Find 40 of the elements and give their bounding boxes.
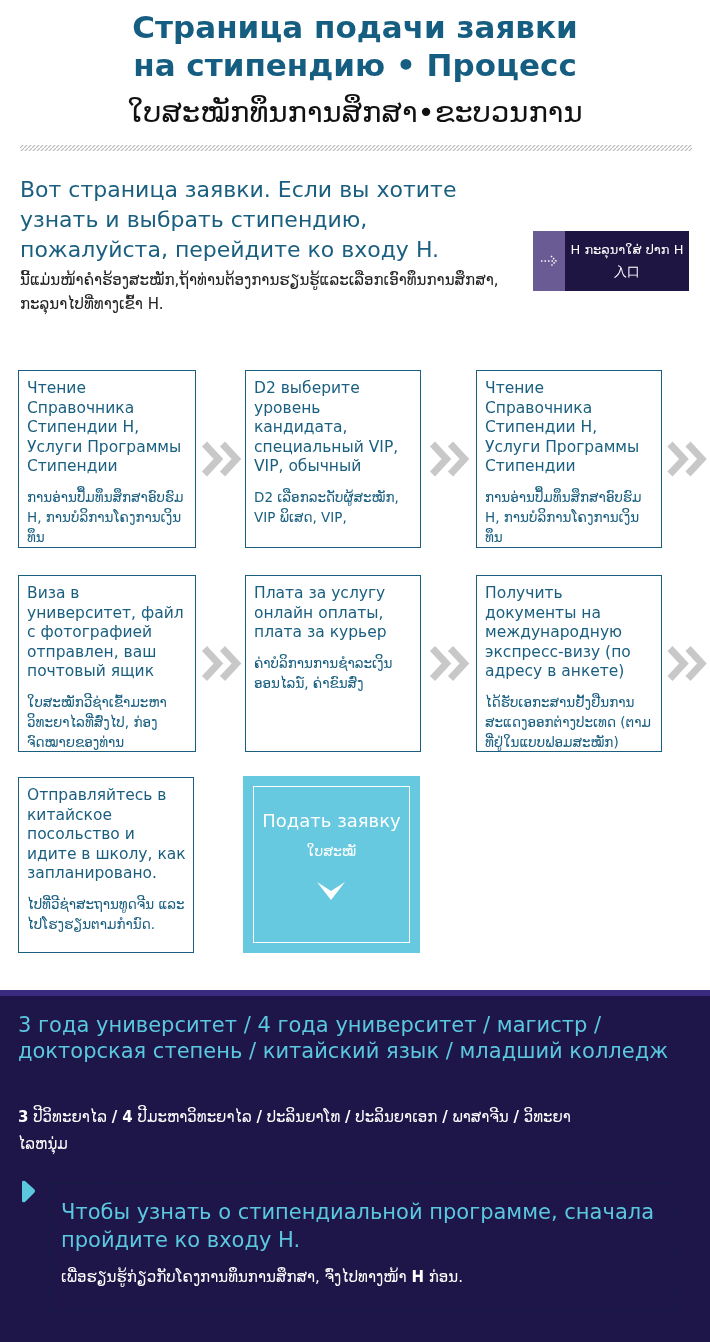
program-list-text: 3 года университет / 4 года университет / магистр / докторская степень / китайский язык / младший колледж [18, 1012, 670, 1064]
step-text: ການອ່ານປຶ້ມທຶນສຶກສາອົບຮົມ H, ການບໍລິການໂຄງການເງິນທຶນ [27, 486, 185, 547]
step-box [18, 777, 194, 953]
step-box [245, 575, 421, 752]
intro-text: Вот страница заявки. Если вы хотите узнать и выбрать стипендию, пожалуйста, перейдите ко входу H. [20, 176, 458, 264]
step-box [18, 370, 196, 548]
step-text: Получить документы на международную экспресс-визу (по адресу в анкете) [485, 584, 632, 682]
step-text: ຄ່າບໍລິການການຊໍາລະເງິນອອນໄລນ໌, ຄ່າຂົນສົ່ງ [254, 653, 394, 693]
intro-text: ນີ້ແມ່ນໜ້າຄໍາຮ້ອງສະໝັກ,ຖ້າທ່ານຕ້ອງການຮຽນຮູ້ແລະເລືອກເອົາທຶນການສຶກສາ, ກະລຸນາໄປທີ່ທາງເຂົ້າ H. [20, 269, 500, 316]
note-text: Чтобы узнать о стипендиальной программе, сначала пройдите ко входу H. [61, 1199, 656, 1254]
title: Страница подачи заявки на стипендию • Процесс [131, 8, 579, 84]
step-text: ການອ່ານປຶ້ມທຶນສຶກສາອົບຮົມ H, ການບໍລິການໂຄງການເງິນທຶນ [485, 486, 643, 547]
chevron-arrow [429, 440, 470, 478]
chevron-arrow [201, 440, 242, 478]
subtitle: ໃບສະໝັກທຶນການສຶກສາ•ຂະບວນການ [127, 93, 583, 131]
step-text: Чтение Справочника Стипендии H, Услуги Программы Стипендии [27, 379, 183, 477]
step-text: Чтение Справочника Стипендии H, Услуги Программы Стипендии [485, 379, 641, 477]
step-text: ໃບສະໝັກວີຊ່າເຂົ້າມະຫາວິທະຍາໄລທີ່ສົ່ງໄປ, ກ່ອງຈົດໝາຍຂອງທ່ານ [27, 692, 168, 752]
note-text: ເພື່ອຮຽນຮູ້ກ່ຽວກັບໂຄງການທຶນການສຶກສາ, ຈົ່ງໄປທາງໜ້າ H ກ່ອນ. [61, 1268, 464, 1286]
step-text: ໄດ້ຮັບເອກະສານຢັ້ງຢືນການສະແດງອອກຕ່າງປະເທດ (ຕາມທີ່ຢູ່ໃນແບບຟອມສະໝັກ) [485, 692, 652, 752]
chevron-arrow [666, 645, 707, 682]
submit-box [243, 776, 420, 953]
step-box [18, 575, 196, 752]
step-text: D2 ເລືອກລະດັບຜູ້ສະໝັກ, VIP ພິເສດ, VIP, [254, 487, 400, 527]
step-text: Отправляйтесь в китайское посольство и идите в школу, как запланировано. [27, 786, 187, 884]
chevron-arrow [201, 645, 242, 682]
step-box [476, 370, 662, 548]
program-list-text: 3 ປີວິທະຍາໄລ / 4 ປີມະຫາວິທະຍາໄລ / ປະລິນຍາໂທ / ປະລິນຍາເອກ / ພາສາຈີນ / ວິທະຍາໄລຫນຸ່ມ [18, 1104, 578, 1158]
submit-text: Подать заявку [262, 810, 401, 831]
step-box [476, 575, 662, 752]
step-text: Виза в университет, файл с фотографией отправлен, ваш почтовый ящик [27, 584, 185, 682]
footer-band [0, 990, 710, 1342]
step-text: D2 выберите уровень кандидата, специальный VIP, VIP, обычный [254, 379, 400, 477]
chevron-arrow [666, 440, 707, 478]
step-text: ໄປທີ່ວີຊ່າສະຖານທູດຈີນ ແລະໄປໂຮງຮຽນຕາມກໍານົດ. [27, 894, 186, 934]
step-text: Плата за услугу онлайн оплаты, плата за курьер [254, 584, 388, 643]
chevron-arrow [429, 645, 470, 682]
step-box [245, 370, 421, 548]
submit-text: ໃບສະໝັ [306, 843, 357, 859]
entrance-button: H ກະລຸນາໃສ່ ປາກ H入口 [533, 231, 689, 291]
